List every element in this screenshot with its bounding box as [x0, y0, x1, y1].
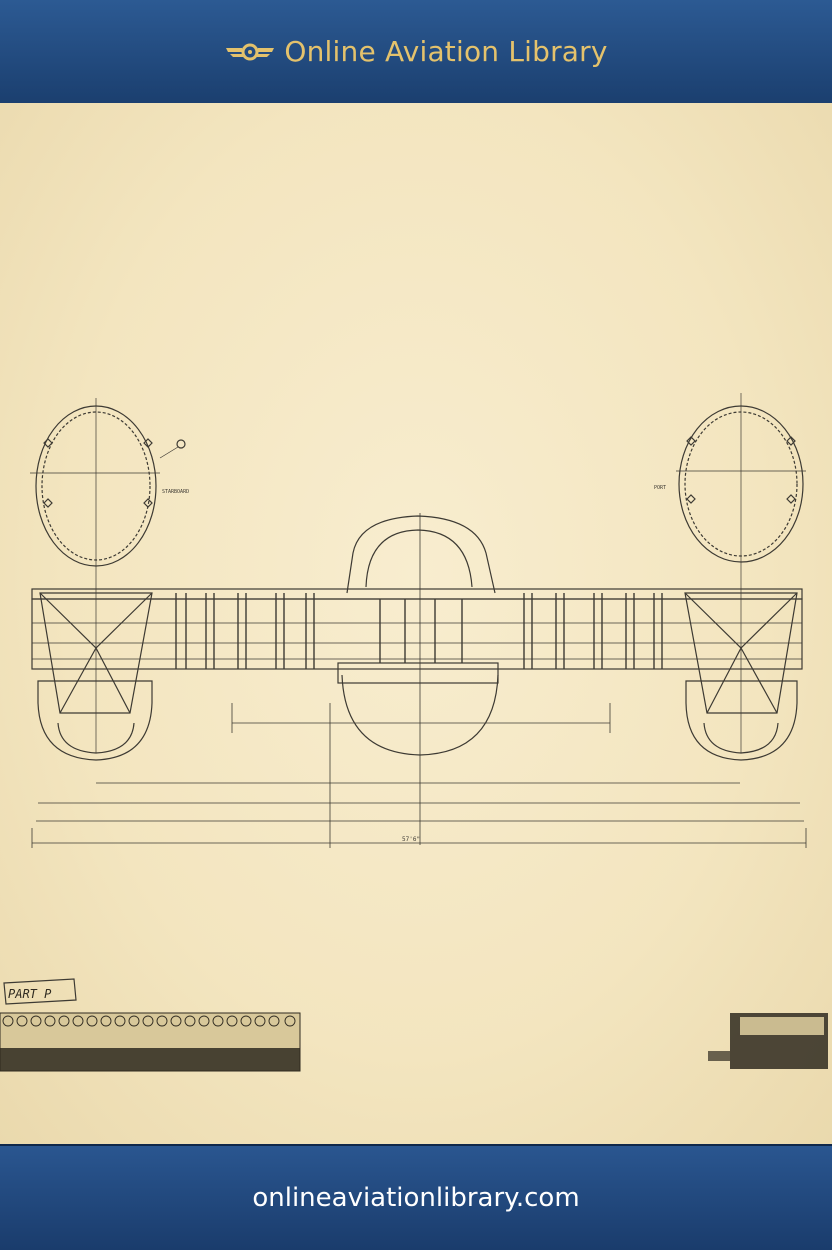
site-footer: onlineaviationlibrary.com: [0, 1144, 832, 1250]
footer-url-link[interactable]: onlineaviationlibrary.com: [252, 1183, 580, 1213]
right-float-strut: [684, 592, 798, 761]
wing-spar-assembly: [31, 588, 803, 684]
site-header: Online Aviation Library: [0, 0, 832, 105]
schedule-cells: [2, 1015, 296, 1027]
title-block: [708, 1013, 828, 1069]
site-title: Online Aviation Library: [284, 35, 608, 68]
part-stamp: PART P: [8, 987, 52, 1001]
wing-ribs: [175, 593, 663, 669]
part-stamp-box: [3, 978, 77, 1005]
left-float-plan: [30, 398, 186, 753]
dimension-lines: [31, 703, 807, 848]
blueprint-sheet: PART P PORT STARBOARD 57'6": [0, 103, 832, 1144]
wings-icon: [226, 43, 275, 60]
parts-schedule-strip: [0, 1012, 301, 1072]
port-label: PORT: [654, 485, 666, 491]
starboard-label: STARBOARD: [162, 489, 189, 495]
center-hull-arch: [341, 513, 499, 845]
overall-span-dimension: 57'6": [402, 836, 420, 843]
brand[interactable]: Online Aviation Library: [224, 35, 607, 68]
blueprint-drawing: PART P PORT STARBOARD 57'6": [0, 393, 828, 1072]
right-float-plan: [676, 393, 806, 753]
left-float-strut: [37, 592, 153, 761]
